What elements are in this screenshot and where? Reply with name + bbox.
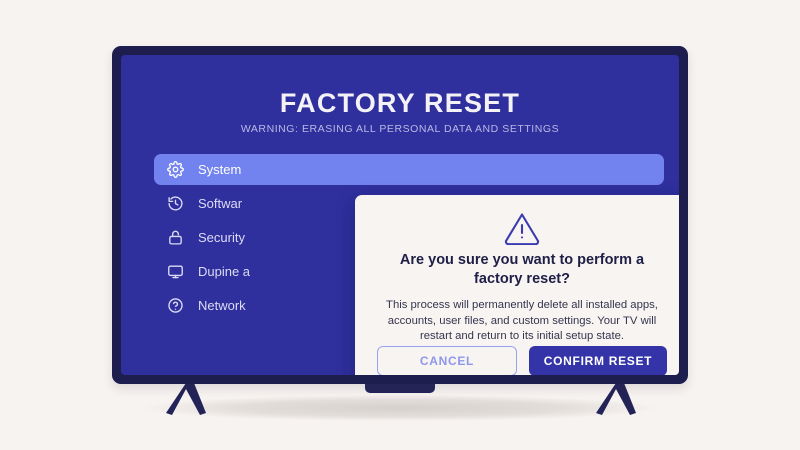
menu-item-software[interactable]: Softwar — [154, 188, 664, 219]
factory-reset-dialog: Are you sure you want to perform a facto… — [355, 195, 679, 375]
history-clock-icon — [166, 194, 185, 213]
menu-item-display[interactable]: Dupine a — [154, 256, 664, 287]
monitor-icon — [166, 262, 185, 281]
dialog-actions: CANCEL CONFIRM RESET — [377, 346, 667, 375]
menu-item-label: Dupine a — [198, 264, 251, 279]
cancel-button[interactable]: CANCEL — [377, 346, 517, 375]
menu-item-label: Security — [198, 230, 245, 245]
settings-menu: System Softwar — [154, 154, 664, 324]
tv-leg-right — [594, 383, 638, 415]
floor-shadow — [145, 395, 655, 421]
menu-item-system[interactable]: System — [154, 154, 664, 185]
dialog-body-text: This process will permanently delete all… — [386, 299, 658, 342]
gear-icon — [166, 160, 185, 179]
warning-triangle-icon — [503, 211, 541, 245]
tv-leg-left — [164, 383, 208, 415]
menu-item-label: Network — [198, 298, 246, 313]
tv-screen: FACTORY RESET WARNING: ERASING ALL PERSO… — [121, 55, 679, 375]
confirm-reset-button[interactable]: CONFIRM RESET — [529, 346, 667, 375]
lock-icon — [166, 228, 185, 247]
menu-item-security[interactable]: Security — [154, 222, 664, 253]
menu-item-network[interactable]: Network — [154, 290, 664, 321]
page-subtitle: WARNING: ERASING ALL PERSONAL DATA AND S… — [240, 123, 560, 135]
tv-stand-neck — [365, 383, 435, 393]
page-title: FACTORY RESET — [279, 88, 521, 118]
dialog-heading: Are you sure you want to perform a facto… — [399, 252, 645, 287]
question-mark-icon — [166, 296, 185, 315]
tv-frame: FACTORY RESET WARNING: ERASING ALL PERSO… — [112, 46, 688, 384]
menu-item-label: System — [198, 162, 242, 177]
menu-item-label: Softwar — [198, 196, 243, 211]
